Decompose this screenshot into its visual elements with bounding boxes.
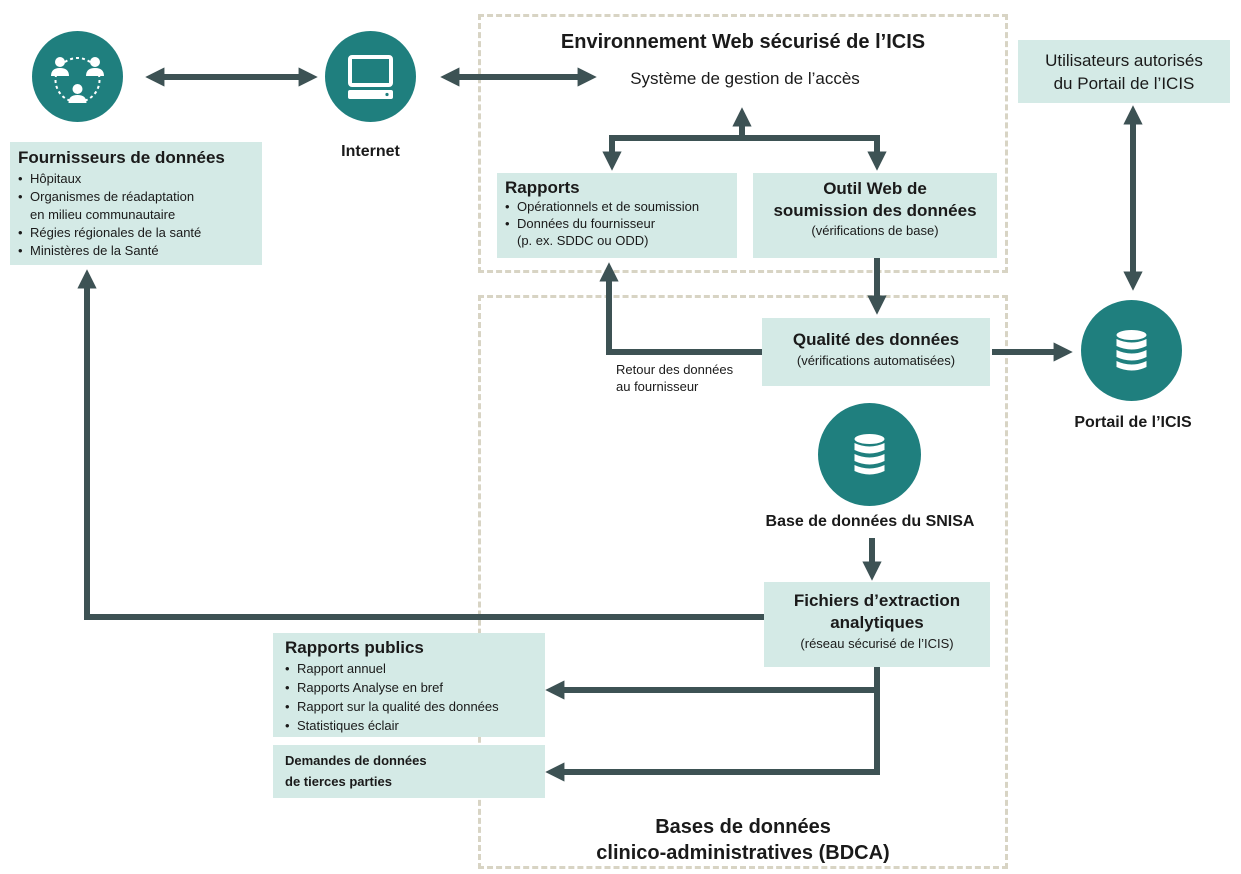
list-item: Données du fournisseur(p. ex. SDDC ou OD… bbox=[505, 215, 729, 249]
list-item: Hôpitaux bbox=[18, 170, 254, 188]
data-quality-title: Qualité des données bbox=[792, 330, 960, 349]
authorized-users-line2: du Portail de l’ICIS bbox=[1053, 74, 1195, 93]
public-reports-box: Rapports publics Rapport annuel Rapports… bbox=[273, 633, 545, 737]
public-reports-title: Rapports publics bbox=[285, 638, 424, 657]
extract-subtitle: (réseau sécurisé de l’ICIS) bbox=[800, 636, 954, 651]
data-providers-box: Fournisseurs de données Hôpitaux Organis… bbox=[10, 142, 262, 265]
reports-list: Opérationnels et de soumission Données d… bbox=[505, 198, 729, 249]
third-party-line2: de tierces parties bbox=[285, 774, 392, 789]
web-tool-subtitle: (vérifications de base) bbox=[811, 223, 939, 238]
bdca-region bbox=[478, 295, 1008, 869]
database-icon bbox=[1116, 330, 1147, 371]
extract-title-line2: analytiques bbox=[830, 613, 924, 632]
access-management-label: Système de gestion de l’accès bbox=[630, 69, 860, 88]
data-return-line1: Retour des données bbox=[616, 362, 734, 377]
data-providers-title: Fournisseurs de données bbox=[18, 148, 225, 167]
bdca-title-line2: clinico-administratives (BDCA) bbox=[596, 842, 890, 864]
bdca-title: Bases de données clinico-administratives… bbox=[490, 814, 996, 866]
web-tool-title-line1: Outil Web de bbox=[823, 179, 927, 198]
third-party-requests-box: Demandes de données de tierces parties bbox=[273, 745, 545, 798]
data-quality-subtitle: (vérifications automatisées) bbox=[796, 353, 956, 368]
list-item: Rapports Analyse en bref bbox=[285, 678, 533, 697]
internet-label: Internet bbox=[341, 143, 400, 160]
web-submission-tool-box: Outil Web de soumission des données (vér… bbox=[753, 173, 997, 258]
reports-box: Rapports Opérationnels et de soumission … bbox=[497, 173, 737, 258]
secure-web-environment-title: Environnement Web sécurisé de l’ICIS bbox=[560, 31, 926, 53]
extract-title-line1: Fichiers d’extraction bbox=[793, 591, 961, 610]
list-item: Statistiques éclair bbox=[285, 716, 533, 735]
data-quality-box: Qualité des données (vérifications autom… bbox=[762, 318, 990, 386]
data-return-line2: au fournisseur bbox=[616, 379, 699, 394]
data-return-label: Retour des données au fournisseur bbox=[616, 361, 733, 395]
bdca-title-line1: Bases de données bbox=[655, 816, 831, 838]
list-item: Régies régionales de la santé bbox=[18, 224, 254, 242]
authorized-users-box: Utilisateurs autorisés du Portail de l’I… bbox=[1018, 40, 1230, 103]
database-icon bbox=[854, 434, 885, 475]
data-providers-circle bbox=[32, 31, 123, 122]
public-reports-list: Rapport annuel Rapports Analyse en bref … bbox=[285, 659, 533, 735]
portal-circle bbox=[1081, 300, 1182, 401]
list-item: Ministères de la Santé bbox=[18, 242, 254, 260]
arrow-return-to-reports bbox=[599, 262, 762, 355]
third-party-line1: Demandes de données bbox=[285, 753, 427, 768]
analytic-extract-files-box: Fichiers d’extraction analytiques (résea… bbox=[764, 582, 990, 667]
computer-icon bbox=[348, 55, 393, 99]
arrow-extract-to-providers bbox=[77, 269, 764, 620]
list-item: Rapport annuel bbox=[285, 659, 533, 678]
snisa-db-circle bbox=[818, 403, 921, 506]
secure-web-environment-region bbox=[478, 14, 1008, 273]
authorized-users-line1: Utilisateurs autorisés bbox=[1045, 51, 1203, 70]
portal-label: Portail de l’ICIS bbox=[1074, 414, 1192, 431]
list-item: Rapport sur la qualité des données bbox=[285, 697, 533, 716]
reports-title: Rapports bbox=[505, 178, 580, 197]
people-network-icon bbox=[51, 57, 104, 103]
internet-circle bbox=[325, 31, 416, 122]
list-item: Opérationnels et de soumission bbox=[505, 198, 729, 215]
web-tool-title-line2: soumission des données bbox=[773, 201, 977, 220]
snisa-db-label: Base de données du SNISA bbox=[765, 513, 975, 530]
